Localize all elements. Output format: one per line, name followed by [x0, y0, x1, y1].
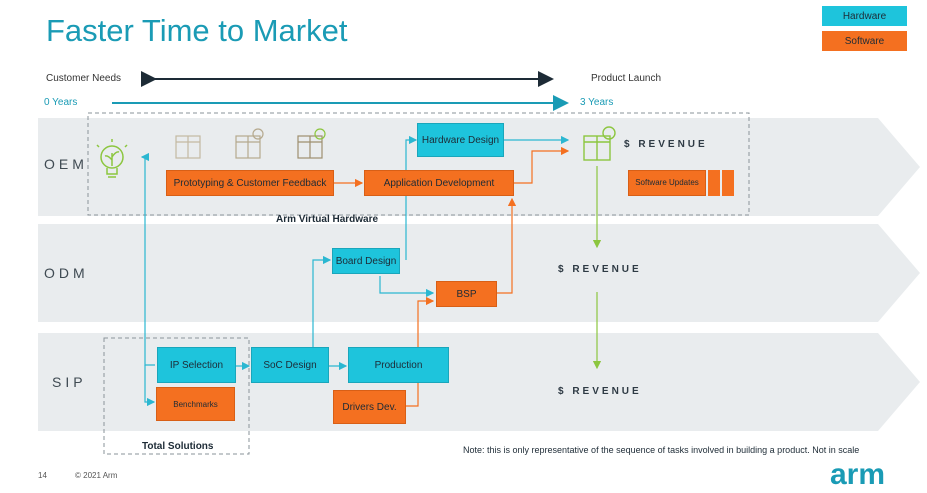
drivers-dev-box: Drivers Dev. [333, 390, 406, 424]
production-box: Production [348, 347, 449, 383]
soc-design-box: SoC Design [251, 347, 329, 383]
product-launch-box-icon [583, 126, 616, 161]
sw-update-block-3 [722, 170, 734, 196]
lane-odm-band [38, 224, 920, 322]
ip-selection-box: IP Selection [157, 347, 236, 383]
customer-needs-label: Customer Needs [46, 73, 122, 84]
copyright: © 2021 Arm [75, 471, 118, 480]
board-to-hw [405, 135, 418, 260]
total-solutions-region [103, 337, 250, 455]
scale-note: Note: this is only representative of the… [463, 445, 860, 455]
lane-oem-label: OEM [44, 156, 88, 172]
lane-odm-label: ODM [44, 265, 89, 281]
timeline-start-label: 0 Years [44, 97, 78, 108]
page-number: 14 [38, 471, 47, 480]
page-title: Faster Time to Market [46, 13, 348, 48]
app-dev-box: Application Development [364, 170, 514, 196]
benchmarks-box: Benchmarks [156, 387, 235, 421]
avh-region-label: Arm Virtual Hardware [276, 214, 379, 225]
product-launch-label: Product Launch [591, 73, 662, 84]
appdev-to-launch [514, 146, 570, 184]
ipsel-to-bulb [140, 152, 155, 366]
revenue-sip: $ REVENUE [558, 386, 642, 397]
board-design-box: Board Design [332, 248, 400, 274]
total-solutions-label: Total Solutions [142, 441, 214, 452]
board-to-bsp [379, 276, 435, 298]
prototyping-box: Prototyping & Customer Feedback [166, 170, 334, 196]
ipsel-to-benchmarks [144, 365, 156, 407]
soc-to-board [312, 255, 332, 347]
revenue-odm: $ REVENUE [558, 264, 642, 275]
prototype-box-icon-3 [297, 128, 326, 159]
bsp-box: BSP [436, 281, 497, 307]
lane-sip-label: SIP [52, 374, 87, 390]
software-updates-box: Software Updates [628, 170, 706, 196]
legend-hardware: Hardware [822, 6, 907, 26]
prototype-box-icon-2 [235, 128, 264, 159]
arm-logo: arm [830, 458, 885, 491]
timeline-end-label: 3 Years [580, 97, 614, 108]
bulb-icon [96, 139, 128, 178]
avh-region [87, 112, 750, 216]
legend-software: Software [822, 31, 907, 51]
sw-update-block-2 [708, 170, 720, 196]
revenue-oem: $ REVENUE [624, 139, 708, 150]
hardware-design-box: Hardware Design [417, 123, 504, 157]
prototype-box-icon-1 [175, 135, 201, 159]
